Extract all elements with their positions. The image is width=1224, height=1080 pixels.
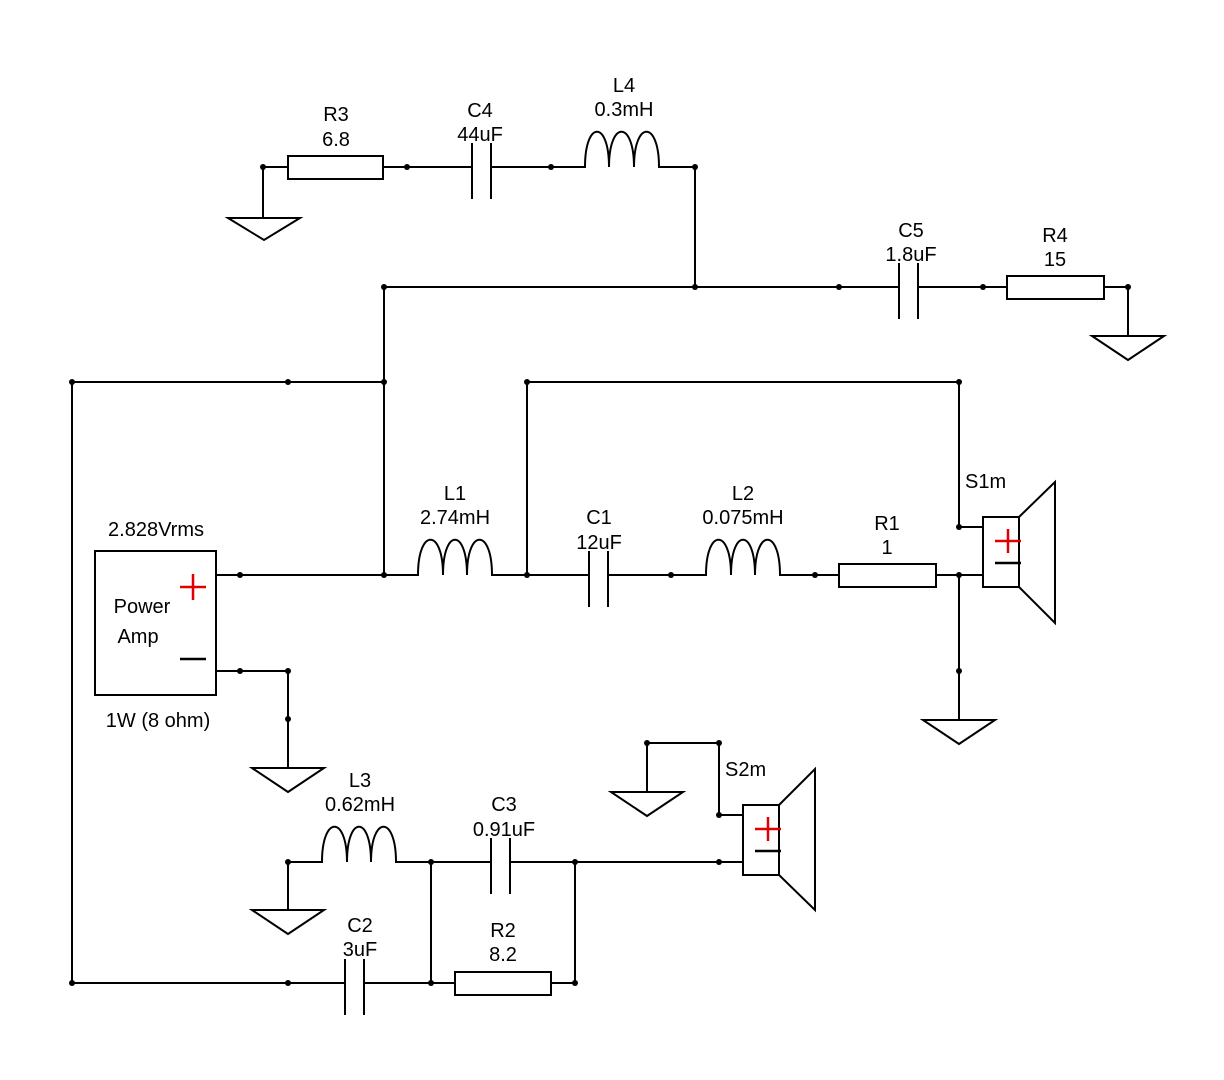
r1-value: 1 <box>881 537 892 559</box>
l1-value: 2.74mH <box>420 507 490 529</box>
inductor-l2[interactable]: L2 0.075mH <box>702 483 784 576</box>
l3-value: 0.62mH <box>325 794 395 816</box>
capacitor-c3[interactable]: C3 0.91uF <box>473 794 535 894</box>
amp-name-line2: Amp <box>117 626 158 648</box>
r3-ref: R3 <box>323 104 349 126</box>
ground-icon <box>224 217 304 242</box>
resistor-r1[interactable]: R1 1 <box>838 513 937 588</box>
c2-value: 3uF <box>343 939 377 961</box>
c2-ref: C2 <box>347 915 373 937</box>
ground-icon <box>1088 335 1168 362</box>
c1-ref: C1 <box>586 507 612 529</box>
amp-rating: 1W (8 ohm) <box>106 710 210 732</box>
speaker-s2[interactable]: S2m <box>725 759 816 913</box>
l1-ref: L1 <box>444 483 466 505</box>
c5-ref: C5 <box>898 220 924 242</box>
r3-value: 6.8 <box>322 129 350 151</box>
ground-symbols <box>224 217 1168 936</box>
c4-value: 44uF <box>457 124 503 146</box>
capacitor-c4[interactable]: C4 44uF <box>457 100 503 199</box>
r2-ref: R2 <box>490 920 516 942</box>
resistor-r4[interactable]: R4 15 <box>1006 225 1105 300</box>
r4-value: 15 <box>1044 249 1066 271</box>
capacitor-c1[interactable]: C1 12uF <box>576 507 622 607</box>
plus-icon <box>755 817 781 841</box>
c4-ref: C4 <box>467 100 493 122</box>
s1-ref: S1m <box>965 471 1006 493</box>
resistor-r3[interactable]: R3 6.8 <box>287 104 384 180</box>
l4-value: 0.3mH <box>595 99 654 121</box>
l2-ref: L2 <box>732 483 754 505</box>
resistor-r2[interactable]: R2 8.2 <box>454 920 552 996</box>
inductor-l3[interactable]: L3 0.62mH <box>321 770 397 863</box>
c1-value: 12uF <box>576 532 622 554</box>
r1-ref: R1 <box>874 513 900 535</box>
l2-value: 0.075mH <box>702 507 783 529</box>
l3-ref: L3 <box>349 770 371 792</box>
power-amp[interactable]: 2.828Vrms Power Amp 1W (8 ohm) <box>94 519 217 732</box>
c3-ref: C3 <box>491 794 517 816</box>
inductor-l4[interactable]: L4 0.3mH <box>584 75 660 168</box>
ground-icon <box>607 791 687 818</box>
ground-icon <box>919 719 999 746</box>
inductor-l1[interactable]: L1 2.74mH <box>417 483 493 576</box>
wires <box>71 166 1129 984</box>
c5-value: 1.8uF <box>885 244 936 266</box>
r2-value: 8.2 <box>489 944 517 966</box>
l4-ref: L4 <box>613 75 635 97</box>
speaker-cone-icon <box>1018 479 1056 626</box>
capacitor-c2[interactable]: C2 3uF <box>343 915 377 1015</box>
r4-ref: R4 <box>1042 225 1068 247</box>
amp-name-line1: Power <box>114 596 171 618</box>
capacitor-c5[interactable]: C5 1.8uF <box>885 220 937 319</box>
s2-ref: S2m <box>725 759 766 781</box>
ground-icon <box>248 909 328 936</box>
speaker-cone-icon <box>778 766 816 913</box>
junction-dots <box>69 164 1131 986</box>
plus-icon <box>995 529 1021 553</box>
ground-icon <box>248 767 328 794</box>
amp-voltage: 2.828Vrms <box>108 519 204 541</box>
c3-value: 0.91uF <box>473 819 535 841</box>
speaker-s1[interactable]: S1m <box>965 471 1056 626</box>
plus-icon <box>180 574 206 600</box>
